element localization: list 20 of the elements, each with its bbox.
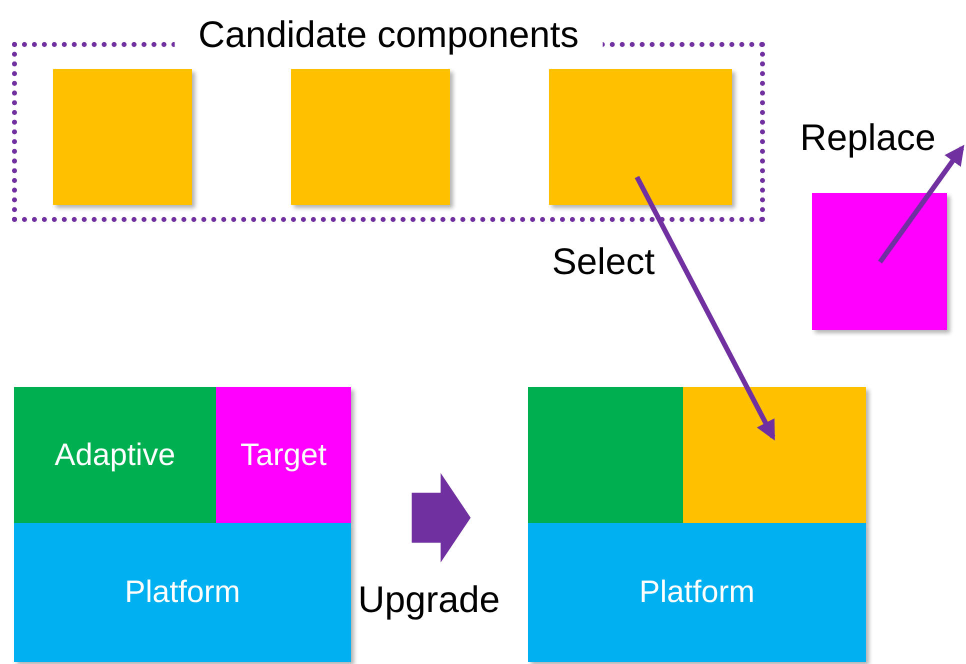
component-box <box>528 387 683 523</box>
node-label: Platform <box>639 573 755 612</box>
block-arrow <box>412 472 471 562</box>
component-box <box>683 387 866 523</box>
node-label: Target <box>240 436 327 474</box>
component-box <box>812 193 947 330</box>
node-label: Adaptive <box>54 436 176 474</box>
platform-box <box>528 523 866 662</box>
component-box <box>216 387 351 523</box>
edge-label: Replace <box>800 116 936 160</box>
edge-label: Upgrade <box>358 578 500 622</box>
node-label: Platform <box>124 573 240 612</box>
arrow <box>634 176 776 441</box>
component-box <box>291 69 450 205</box>
component-box <box>549 69 732 205</box>
component-box <box>14 387 216 523</box>
component-box <box>53 69 192 205</box>
edge-label: Select <box>552 240 655 284</box>
platform-box <box>14 523 351 662</box>
arrow <box>878 144 964 264</box>
